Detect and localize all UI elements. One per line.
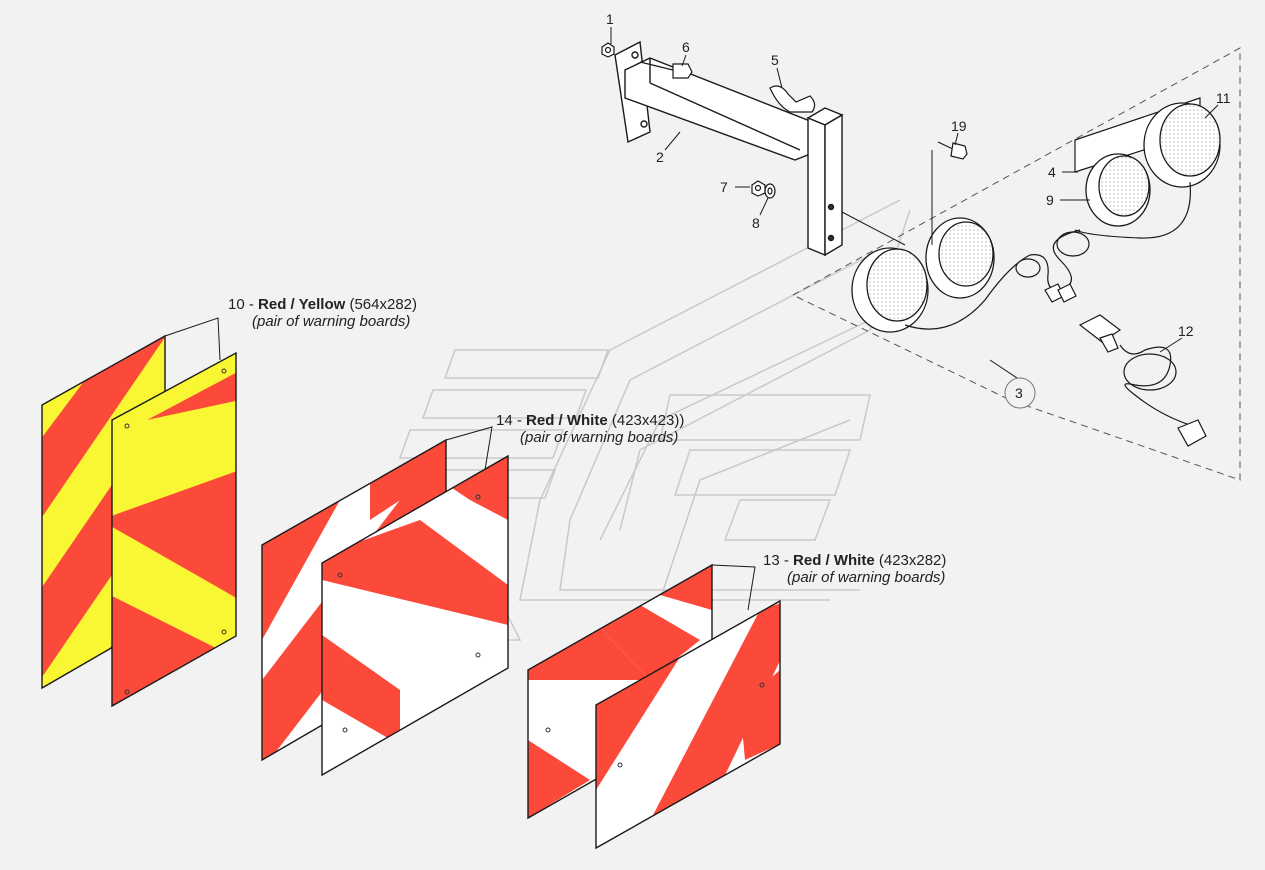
mounting-bracket-icon xyxy=(614,40,844,257)
board-10-caption: 10 - Red / Yellow (564x282) (pair of war… xyxy=(228,296,417,330)
nut-icon xyxy=(601,42,615,58)
part-number-4: 4 xyxy=(1048,164,1056,180)
part-number-8: 8 xyxy=(752,215,760,231)
group-3-boundary xyxy=(792,47,1241,481)
cable-icon xyxy=(904,181,1192,426)
bolt-icon xyxy=(937,141,968,160)
tail-lamp-icon xyxy=(851,102,1221,333)
board-14-caption: 14 - Red / White (423x423)) (pair of war… xyxy=(496,412,684,446)
part-number-7: 7 xyxy=(720,179,728,195)
board-10-number: 10 - xyxy=(228,296,259,313)
part-number-6: 6 xyxy=(682,39,690,55)
board-10-note: (pair of warning boards) xyxy=(252,313,411,330)
plug-icon xyxy=(1044,283,1207,447)
board-13-caption: 13 - Red / White (423x282) (pair of warn… xyxy=(763,552,946,586)
board-14-note: (pair of warning boards) xyxy=(520,429,679,446)
part-number-9: 9 xyxy=(1046,192,1054,208)
board-14-size: (423x423)) xyxy=(607,412,685,429)
board-10-color: Red / Yellow xyxy=(258,296,346,313)
part-number-5: 5 xyxy=(771,52,779,68)
washer-icon xyxy=(751,180,776,199)
wing-nut-icon xyxy=(769,85,816,113)
part-number-2: 2 xyxy=(656,149,664,165)
board-10-size: (564x282) xyxy=(345,296,417,313)
part-number-19: 19 xyxy=(951,118,967,134)
warning-board-14-front xyxy=(321,454,509,777)
part-number-1: 1 xyxy=(606,11,614,27)
board-13-number: 13 - xyxy=(763,552,794,569)
board-13-color: Red / White xyxy=(793,552,875,569)
bolt-icon xyxy=(639,61,693,79)
board-13-size: (423x282) xyxy=(874,552,947,569)
board-13-note: (pair of warning boards) xyxy=(787,569,946,586)
board-14-number: 14 - xyxy=(496,412,527,429)
leader-lines xyxy=(164,27,1219,611)
board-14-color: Red / White xyxy=(526,412,608,429)
group-3-callout xyxy=(1004,377,1036,409)
part-number-12: 12 xyxy=(1178,323,1194,339)
warning-board-10-front xyxy=(111,351,237,708)
part-number-3: 3 xyxy=(1015,385,1023,401)
part-number-11: 11 xyxy=(1216,90,1231,106)
